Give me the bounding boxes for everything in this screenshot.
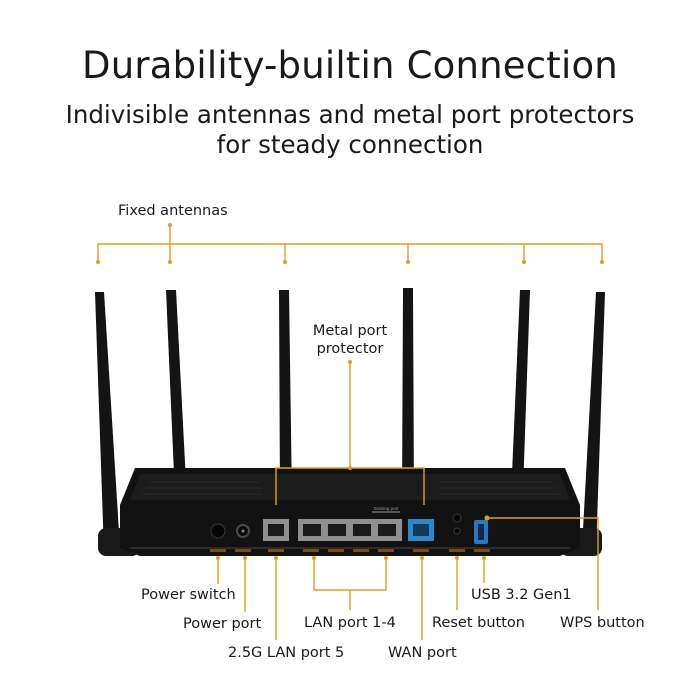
reset-hole [453, 527, 461, 535]
page-subtitle: Indivisible antennas and metal port prot… [65, 100, 635, 159]
router-body: Gaming port [120, 468, 580, 556]
label-power-port: Power port [183, 616, 262, 632]
antenna-5 [510, 290, 530, 520]
label-power-switch: Power switch [141, 587, 236, 603]
power-switch [210, 523, 226, 539]
antenna-3 [279, 290, 292, 500]
label-reset-button: Reset button [432, 615, 525, 631]
antenna-1 [95, 292, 120, 552]
leader-lines [97, 225, 603, 640]
antenna-6 [582, 292, 605, 552]
lan-port-block [298, 519, 402, 541]
label-fixed-antennas: Fixed antennas [118, 203, 228, 219]
label-metal-port-protector: Metal port protector [312, 323, 388, 357]
antenna-4 [402, 288, 414, 500]
antenna-2 [166, 290, 188, 520]
label-usb: USB 3.2 Gen1 [471, 587, 572, 603]
label-2-5g-lan-port: 2.5G LAN port 5 [228, 645, 345, 661]
page-title: Durability-builtin Connection [82, 44, 618, 87]
gaming-port-text: Gaming port [374, 506, 400, 511]
label-lan-port-1-4: LAN port 1-4 [304, 615, 396, 631]
label-wan-port: WAN port [388, 645, 457, 661]
leader-dots [96, 223, 604, 560]
label-wps-button: WPS button [560, 615, 645, 631]
